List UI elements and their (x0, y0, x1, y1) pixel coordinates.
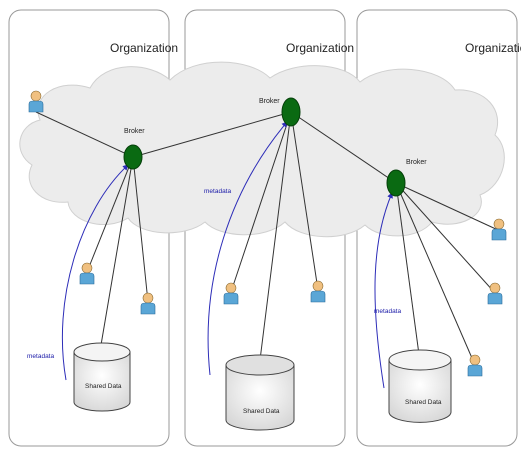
organization-label-1: Organization (110, 41, 178, 55)
link-database-broker (259, 111, 292, 361)
user-icon (140, 292, 156, 315)
user-icon (223, 282, 239, 305)
user-icon (491, 218, 507, 241)
user-icon (28, 90, 44, 113)
user-icon (467, 354, 483, 377)
broker-link-2-3 (290, 111, 397, 184)
database-icon (73, 342, 131, 412)
link-user-broker (35, 111, 134, 158)
metadata-arrow (61, 164, 129, 381)
metadata-arrow (374, 192, 393, 389)
metadata-label: metadata (204, 188, 231, 195)
link-user-broker (395, 182, 499, 231)
link-user-broker (132, 156, 149, 303)
broker-label-2: Broker (259, 98, 280, 105)
user-icon (310, 280, 326, 303)
broker-node-icon (123, 144, 143, 170)
broker-link-1-2 (132, 111, 292, 158)
organization-label-2: Organization (286, 41, 354, 55)
broker-label-3: Broker (406, 159, 427, 166)
database-label: Shared Data (243, 408, 280, 415)
database-label: Shared Data (85, 383, 122, 390)
link-user-broker (290, 111, 319, 291)
link-user-broker (86, 156, 134, 273)
link-database-broker (100, 156, 134, 346)
link-user-broker (395, 182, 476, 366)
database-label: Shared Data (405, 399, 442, 406)
user-icon (79, 262, 95, 285)
link-user-broker (395, 182, 496, 294)
organization-label-3: Organization (465, 41, 521, 55)
metadata-label: metadata (27, 353, 54, 360)
network-cloud (19, 61, 505, 238)
metadata-label: metadata (374, 308, 401, 315)
metadata-arrow (207, 121, 288, 376)
database-icon (388, 349, 452, 423)
link-user-broker (230, 111, 292, 293)
broker-label-1: Broker (124, 128, 145, 135)
broker-node-icon (386, 169, 406, 197)
user-icon (487, 282, 503, 305)
database-icon (225, 354, 295, 431)
link-database-broker (395, 182, 421, 363)
broker-node-icon (281, 97, 301, 127)
